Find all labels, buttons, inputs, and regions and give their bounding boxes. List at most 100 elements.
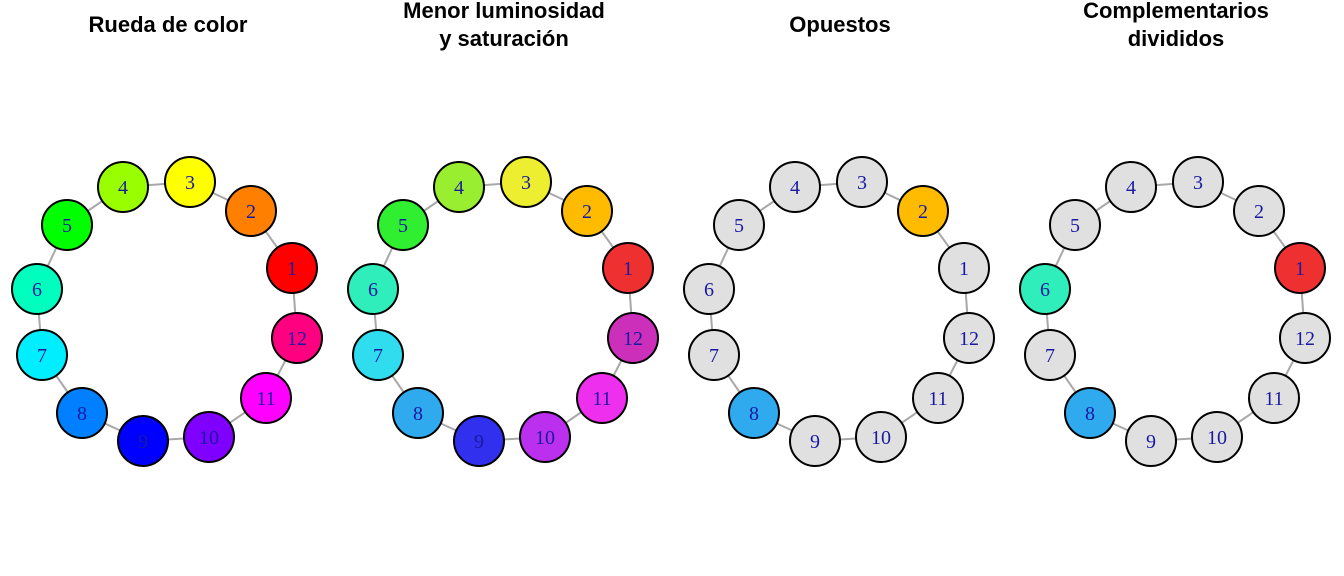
node-7: 7	[688, 329, 740, 381]
node-label: 10	[1207, 427, 1227, 449]
node-label: 4	[1126, 177, 1136, 199]
node-label: 10	[871, 427, 891, 449]
node-label: 10	[199, 427, 219, 449]
panel-title-line: Complementarios	[1083, 0, 1269, 23]
node-4: 4	[1105, 161, 1157, 213]
node-label: 7	[37, 345, 47, 367]
node-circle	[1064, 387, 1116, 439]
node-label: 2	[918, 201, 928, 223]
node-label: 1	[287, 258, 297, 280]
node-9: 9	[453, 415, 505, 467]
panel-title-line: divididos	[1127, 26, 1225, 51]
node-label: 4	[118, 177, 128, 199]
node-circle	[1172, 156, 1224, 208]
node-circle	[1125, 415, 1177, 467]
node-1: 1	[1274, 242, 1326, 294]
node-label: 8	[77, 403, 87, 425]
node-label: 11	[592, 388, 611, 410]
node-circle	[519, 411, 571, 463]
node-label: 9	[1146, 431, 1156, 453]
node-circle	[41, 199, 93, 251]
panel-title-line: Menor luminosidad	[403, 0, 605, 23]
node-11: 11	[912, 372, 964, 424]
panel-title: Menor luminosidad y saturación	[336, 0, 672, 53]
node-circle	[16, 329, 68, 381]
node-circle	[11, 263, 63, 315]
node-circle	[912, 372, 964, 424]
node-circle	[855, 411, 907, 463]
node-circle	[352, 329, 404, 381]
node-4: 4	[769, 161, 821, 213]
node-5: 5	[377, 199, 429, 251]
panel-title-line: Rueda de color	[88, 12, 248, 37]
node-6: 6	[11, 263, 63, 315]
node-label: 12	[959, 328, 979, 350]
node-circle	[1274, 242, 1326, 294]
node-label: 2	[1254, 201, 1264, 223]
node-circle	[1248, 372, 1300, 424]
node-circle	[266, 242, 318, 294]
node-circle	[1019, 263, 1071, 315]
node-12: 12	[943, 312, 995, 364]
node-circle	[943, 312, 995, 364]
node-circle	[602, 242, 654, 294]
node-label: 1	[623, 258, 633, 280]
node-label: 6	[32, 279, 42, 301]
node-label: 3	[857, 172, 867, 194]
node-circle	[500, 156, 552, 208]
node-3: 3	[164, 156, 216, 208]
node-circle	[897, 185, 949, 237]
node-circle	[688, 329, 740, 381]
node-1: 1	[266, 242, 318, 294]
node-3: 3	[500, 156, 552, 208]
node-4: 4	[433, 161, 485, 213]
node-circle	[1105, 161, 1157, 213]
node-label: 4	[790, 177, 800, 199]
panel-title-line: y saturación	[439, 26, 569, 51]
node-label: 5	[62, 215, 72, 237]
node-8: 8	[1064, 387, 1116, 439]
node-label: 7	[373, 345, 383, 367]
node-label: 5	[1070, 215, 1080, 237]
node-1: 1	[938, 242, 990, 294]
node-circle	[56, 387, 108, 439]
node-label: 9	[474, 431, 484, 453]
node-label: 5	[398, 215, 408, 237]
node-circle	[453, 415, 505, 467]
node-10: 10	[855, 411, 907, 463]
node-label: 3	[1193, 172, 1203, 194]
node-10: 10	[519, 411, 571, 463]
node-circle	[164, 156, 216, 208]
node-circle	[683, 263, 735, 315]
node-circle	[271, 312, 323, 364]
node-label: 6	[368, 279, 378, 301]
node-circle	[836, 156, 888, 208]
node-2: 2	[1233, 185, 1285, 237]
panel-title: Rueda de color	[0, 11, 336, 39]
node-9: 9	[1125, 415, 1177, 467]
node-label: 6	[704, 279, 714, 301]
node-11: 11	[576, 372, 628, 424]
node-circle	[789, 415, 841, 467]
node-circle	[117, 415, 169, 467]
node-circle	[240, 372, 292, 424]
node-label: 6	[1040, 279, 1050, 301]
node-circle	[1049, 199, 1101, 251]
node-label: 3	[521, 172, 531, 194]
node-label: 12	[287, 328, 307, 350]
node-8: 8	[392, 387, 444, 439]
node-6: 6	[1019, 263, 1071, 315]
node-label: 8	[749, 403, 759, 425]
node-1: 1	[602, 242, 654, 294]
node-circle	[392, 387, 444, 439]
node-circle	[225, 185, 277, 237]
node-label: 12	[623, 328, 643, 350]
node-label: 8	[1085, 403, 1095, 425]
